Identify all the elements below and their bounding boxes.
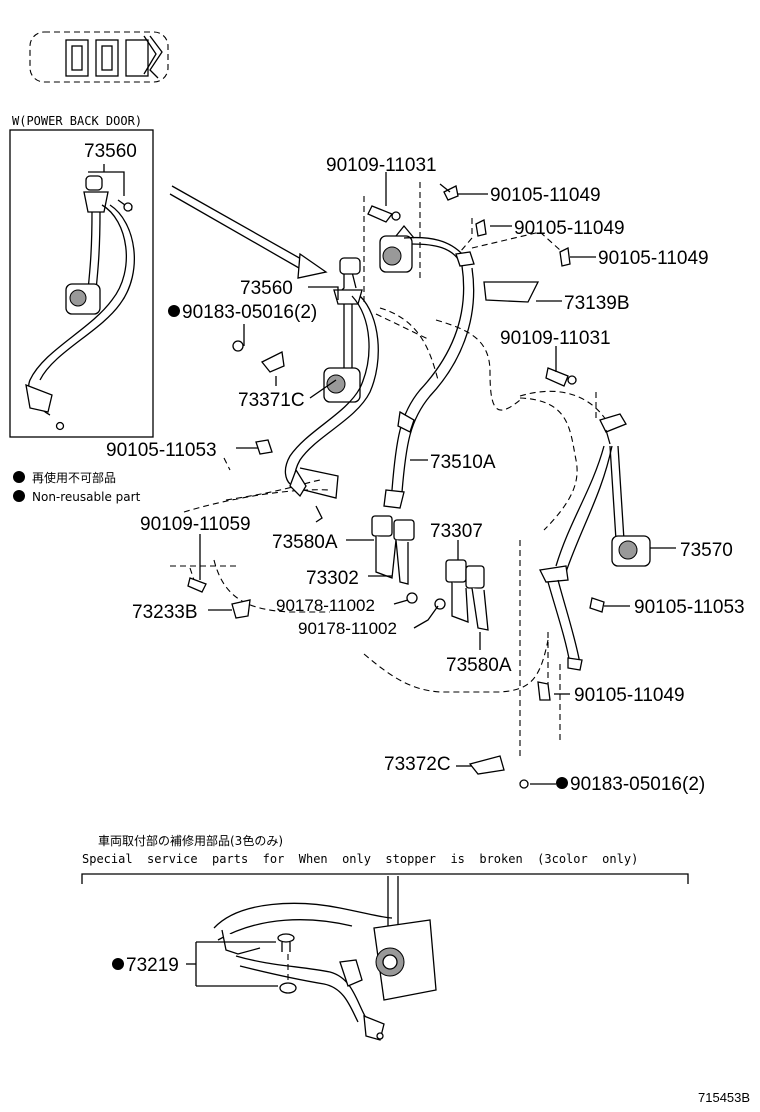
label-90105-11049-b: 90105-11049 [514,218,625,239]
part-labels: 90109-11031 90105-11049 90105-11049 9010… [106,155,745,795]
label-73510a: 73510A [430,452,496,473]
non-reusable-marker-icon [556,777,568,789]
left-belt-assembly [284,257,379,523]
label-90105-11049-d: 90105-11049 [574,685,685,706]
inset-belt-illustration [25,164,135,431]
label-90178-11002-b: 90178-11002 [298,619,397,638]
label-90105-11049-c: 90105-11049 [598,248,709,269]
label-73233b: 73233B [132,602,198,623]
right-belt-assembly [539,413,651,671]
label-90183-05016-top: 90183-05016(2) [182,302,317,323]
diagram-id: 715453B [698,1090,750,1105]
hardware-pieces [187,183,605,789]
label-90109-11031-top: 90109-11031 [326,155,437,176]
service-belt-illustration [186,876,437,1041]
service-section: 車両取付部の補修用部品(3色のみ) Special service parts … [81,833,689,1041]
legend-bullet-icon [13,490,25,502]
inset-frame [9,129,154,438]
service-note-jp: 車両取付部の補修用部品(3色のみ) [98,833,283,848]
legend: 再使用不可部品 Non-reusable part [13,470,141,504]
label-73219: 73219 [126,955,179,976]
legend-bullet-icon [13,471,25,483]
label-73560: 73560 [240,278,293,299]
service-bracket [81,873,689,884]
label-90109-11031-mid: 90109-11031 [500,328,611,349]
label-90183-05016-bottom: 90183-05016(2) [570,774,705,795]
inset-part-73560: 73560 [84,141,137,162]
label-73372c: 73372C [384,754,451,775]
center-belt-assembly [379,224,475,509]
label-90105-11049-a: 90105-11049 [490,185,601,206]
label-90105-11053-right: 90105-11053 [634,597,745,618]
service-note-en: Special service parts for When only stop… [82,852,638,866]
legend-jp: 再使用不可部品 [32,470,116,485]
label-73580a-left: 73580A [272,532,338,553]
label-73307: 73307 [430,521,483,542]
label-90178-11002-a: 90178-11002 [276,596,375,615]
buckle-assemblies [371,515,489,631]
label-90105-11053-left: 90105-11053 [106,440,217,461]
inset-title: W(POWER BACK DOOR) [12,114,142,128]
leader-lines [199,172,676,785]
label-73580a-right: 73580A [446,655,512,676]
legend-en: Non-reusable part [32,490,141,504]
label-90109-11059: 90109-11059 [140,514,251,535]
vehicle-3-row-seat-icon [29,31,169,83]
label-73302: 73302 [306,568,359,589]
label-73139b: 73139B [564,293,630,314]
non-reusable-marker-icon [168,305,180,317]
inset-pointer-arrow [169,185,328,279]
non-reusable-marker-icon [112,958,124,970]
label-73371c: 73371C [238,390,305,411]
label-73570: 73570 [680,540,733,561]
